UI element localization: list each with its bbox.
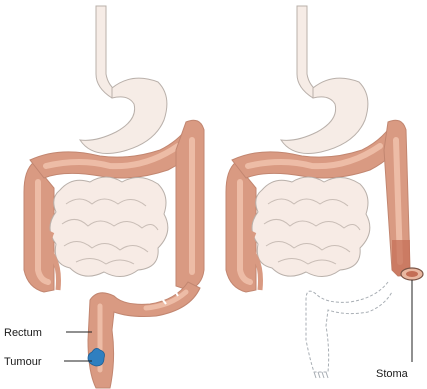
after-surgery-figure: Stoma bbox=[226, 6, 423, 380]
rectum-label: Rectum bbox=[4, 327, 42, 339]
stoma-label: Stoma bbox=[376, 368, 409, 380]
tumour-label: Tumour bbox=[4, 356, 42, 368]
oesophagus-right bbox=[297, 6, 319, 98]
removed-anus-marks bbox=[314, 372, 328, 378]
small-intestine bbox=[49, 177, 167, 290]
removed-rectum-outline bbox=[306, 282, 392, 372]
stomach bbox=[80, 78, 167, 153]
sigmoid-and-rectum bbox=[88, 282, 200, 388]
before-surgery-figure: Rectum Tumour bbox=[4, 6, 204, 388]
small-intestine-right bbox=[251, 177, 369, 290]
stomach-right bbox=[281, 78, 368, 153]
oesophagus bbox=[96, 6, 118, 98]
